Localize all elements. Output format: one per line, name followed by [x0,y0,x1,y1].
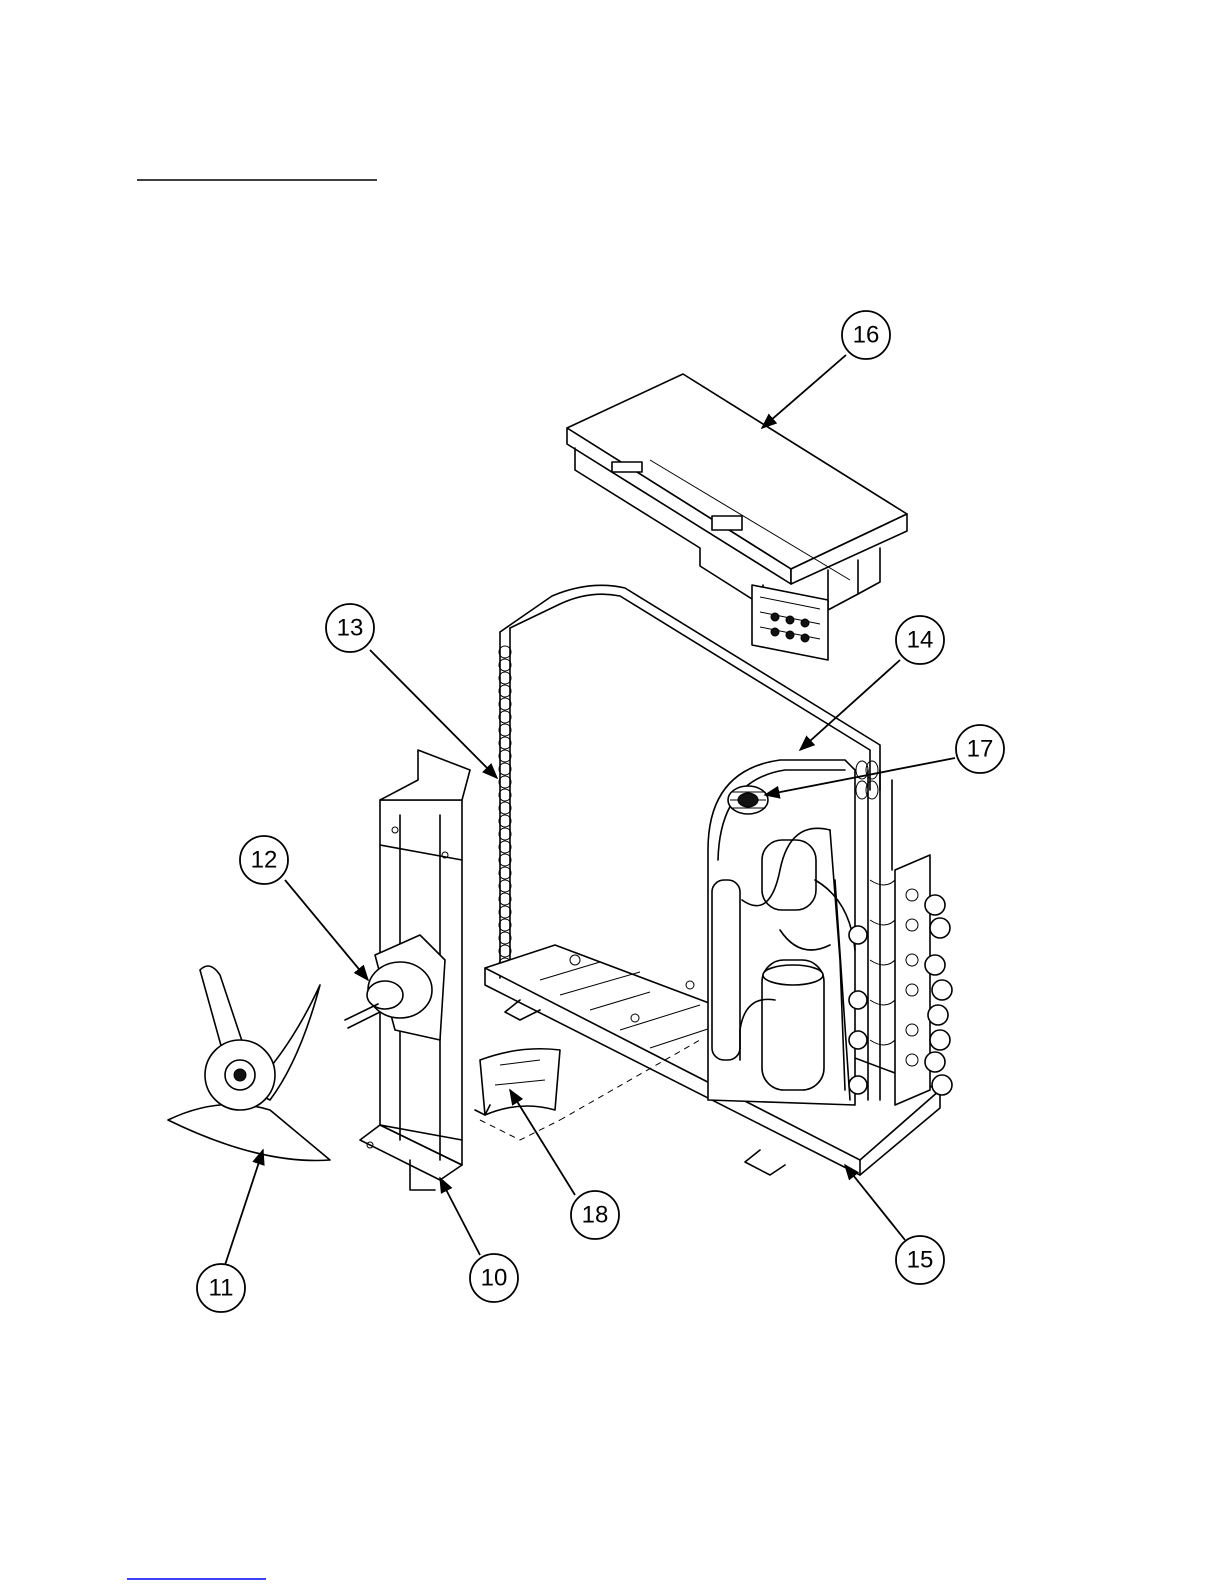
callout-label-10: 10 [481,1265,508,1292]
callout-18: 18 [571,1191,619,1239]
callout-16: 16 [842,311,890,359]
callout-11: 11 [197,1264,245,1312]
callout-label-11: 11 [209,1275,234,1302]
leader-16 [762,355,846,428]
callout-label-12: 12 [251,847,278,874]
callout-label-13: 13 [337,615,364,642]
callout-13: 13 [326,604,374,652]
leader-10 [440,1178,480,1255]
callout-17: 17 [956,725,1004,773]
callout-label-16: 16 [853,322,880,349]
fan-blade-part-11 [168,966,330,1161]
sensor-part-17 [728,786,768,814]
callout-10: 10 [470,1254,518,1302]
leader-11 [225,1150,263,1265]
leader-12 [285,880,368,980]
callout-15: 15 [896,1236,944,1284]
callout-label-15: 15 [907,1247,934,1274]
callout-label-17: 17 [967,736,994,763]
callout-label-18: 18 [582,1202,609,1229]
fan-motor-part-12 [345,935,445,1040]
callout-14: 14 [896,616,944,664]
callout-12: 12 [240,836,288,884]
leader-15 [845,1165,905,1240]
electrical-box-part-16 [567,374,907,660]
callout-label-14: 14 [907,627,934,654]
